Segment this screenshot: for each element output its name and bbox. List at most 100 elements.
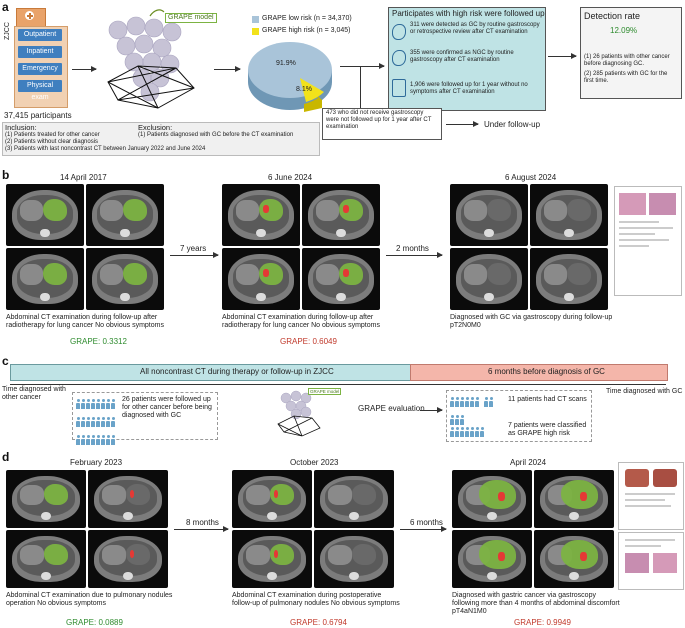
inclusion-title: Inclusion: — [5, 123, 37, 132]
not-followed-box — [322, 108, 442, 140]
under-followup-label: Under follow-up — [484, 120, 541, 129]
ct-scan-image — [232, 470, 312, 528]
stomach-icon — [392, 50, 406, 66]
panel-d-score-1: GRAPE: 0.0889 — [66, 618, 123, 627]
panel-b-caption-2: Abdominal CT examination during follow-u… — [222, 314, 380, 329]
inclusion-box — [2, 122, 320, 156]
ct-scan-image — [530, 248, 608, 310]
timeline-start-label: Time diagnosed with other cancer — [2, 386, 66, 401]
ct-scan-image — [6, 470, 86, 528]
ct-scan-image — [302, 184, 380, 246]
panel-c-label: c — [2, 354, 9, 368]
timeline-end-label: Time diagnosed with GC — [606, 388, 683, 395]
panel-b-score-1: GRAPE: 0.3312 — [70, 337, 127, 346]
exclusion-item-1: (1) Patients diagnosed with GC before th… — [138, 132, 294, 138]
ct-scan-image — [452, 530, 532, 588]
gastroscopy-report-image — [618, 462, 684, 530]
panel-b-date-1: 14 April 2017 — [60, 173, 107, 182]
ct-scan-image — [534, 530, 614, 588]
ct-scan-image — [452, 470, 532, 528]
timeline-right-label: 6 months before diagnosis of GC — [488, 367, 605, 376]
grape-model-icon — [274, 386, 328, 438]
ct-scan-image — [302, 248, 380, 310]
pathology-report-image — [618, 532, 684, 590]
phone-icon — [392, 79, 406, 97]
panel-d-score-2: GRAPE: 0.6794 — [290, 618, 347, 627]
grape-evaluation-label: GRAPE evaluation — [358, 404, 425, 413]
panel-d-gap-2: 6 months — [410, 518, 443, 527]
panel-d-date-1: February 2023 — [70, 458, 123, 467]
pie-low-pct: 91.9% — [276, 60, 296, 67]
ct-scan-image — [314, 470, 394, 528]
panel-d-caption-2: Abdominal CT examination during postoper… — [232, 592, 400, 607]
detection-rate: 12.09% — [610, 26, 638, 35]
grape-model-label: GRAPE model — [165, 13, 217, 23]
hospital-label: ZJCC — [4, 22, 11, 40]
panel-b-caption-3: Diagnosed with GC via gastroscopy during… — [450, 314, 613, 329]
arrow — [548, 53, 577, 59]
followup-box — [388, 7, 546, 111]
hospital-item-physical-exam: Physical exam — [18, 80, 62, 101]
arrow — [386, 252, 443, 258]
detection-item-2: (2) 285 patients with GC for the first t… — [584, 71, 668, 84]
ct-scan-image — [86, 184, 164, 246]
not-followed-text: 473 who did not receive gastroscopy were… — [326, 110, 432, 130]
panel-b-caption-1: Abdominal CT examination during follow-u… — [6, 314, 164, 329]
panel-b-date-3: 6 August 2024 — [505, 173, 557, 182]
panel-d-date-3: April 2024 — [510, 458, 547, 467]
ct-scan-image — [450, 248, 528, 310]
arrow — [170, 252, 219, 258]
panel-d-score-3: GRAPE: 0.9949 — [514, 618, 571, 627]
ct-scan-image — [88, 530, 168, 588]
hospital-item-inpatient: Inpatient — [18, 46, 62, 58]
people-icon-group — [76, 396, 122, 450]
panel-d-label: d — [2, 450, 10, 464]
box-followed-text: 26 patients were followed up for other c… — [122, 396, 212, 419]
pathology-report-image — [614, 186, 682, 296]
exclusion-title: Exclusion: — [138, 123, 173, 132]
panel-b-date-2: 6 June 2024 — [268, 173, 313, 182]
panel-b-gap-2: 2 months — [396, 244, 429, 253]
timeline-left-label: All noncontrast CT during therapy or fol… — [140, 367, 334, 376]
legend-low-label: GRAPE low risk (n = 34,370) — [262, 15, 352, 22]
inclusion-item-1: (1) Patients treated for other cancer — [5, 132, 100, 138]
box-ct-scans — [446, 390, 592, 442]
ct-scan-image — [88, 470, 168, 528]
legend-high-label: GRAPE high risk (n = 3,045) — [262, 27, 351, 34]
legend-swatch-low — [252, 16, 259, 23]
ct-scan-image — [222, 248, 300, 310]
panel-d-date-2: October 2023 — [290, 458, 339, 467]
followup-title: Participates with high risk were followe… — [392, 9, 545, 18]
panel-b-label: b — [2, 168, 10, 182]
ct-scan-image — [6, 248, 84, 310]
detection-title: Detection rate — [584, 11, 641, 21]
panel-b-score-2: GRAPE: 0.6049 — [280, 337, 337, 346]
ct-scan-image — [232, 530, 312, 588]
ct-scan-image — [222, 184, 300, 246]
grape-model-label: GRAPE model — [308, 388, 342, 395]
box-followed-patients — [72, 392, 218, 440]
followup-item-2: 355 were confirmed as NGC by routine gas… — [410, 50, 514, 63]
risk-pie-chart — [244, 38, 336, 116]
arrow — [174, 526, 229, 532]
panel-a-label: a — [2, 0, 9, 14]
hospital-icon — [6, 4, 54, 28]
ct-scan-image — [534, 470, 614, 528]
ct-scan-image — [6, 530, 86, 588]
people-icon-group — [450, 394, 498, 430]
inclusion-item-2: (2) Patients without clear diagnosis — [5, 139, 99, 145]
followup-item-3: 1,906 were followed up for 1 year withou… — [410, 82, 528, 95]
stomach-icon — [392, 24, 406, 40]
arrow — [400, 526, 447, 532]
grape-model-icon — [98, 8, 218, 118]
arrow — [72, 66, 97, 72]
box-ct-scans-text: 11 patients had CT scans — [508, 396, 587, 403]
participants-count: 37,415 participants — [4, 111, 72, 120]
arrow — [420, 407, 443, 413]
legend-swatch-high — [252, 28, 259, 35]
inclusion-item-3: (3) Patients with last noncontrast CT be… — [5, 146, 206, 152]
panel-d-caption-3: Diagnosed with gastric cancer via gastro… — [452, 592, 620, 615]
hospital-item-outpatient: Outpatient — [18, 29, 62, 41]
timeline-bar-pre-diagnosis — [410, 364, 668, 381]
people-icon-group — [450, 424, 498, 442]
